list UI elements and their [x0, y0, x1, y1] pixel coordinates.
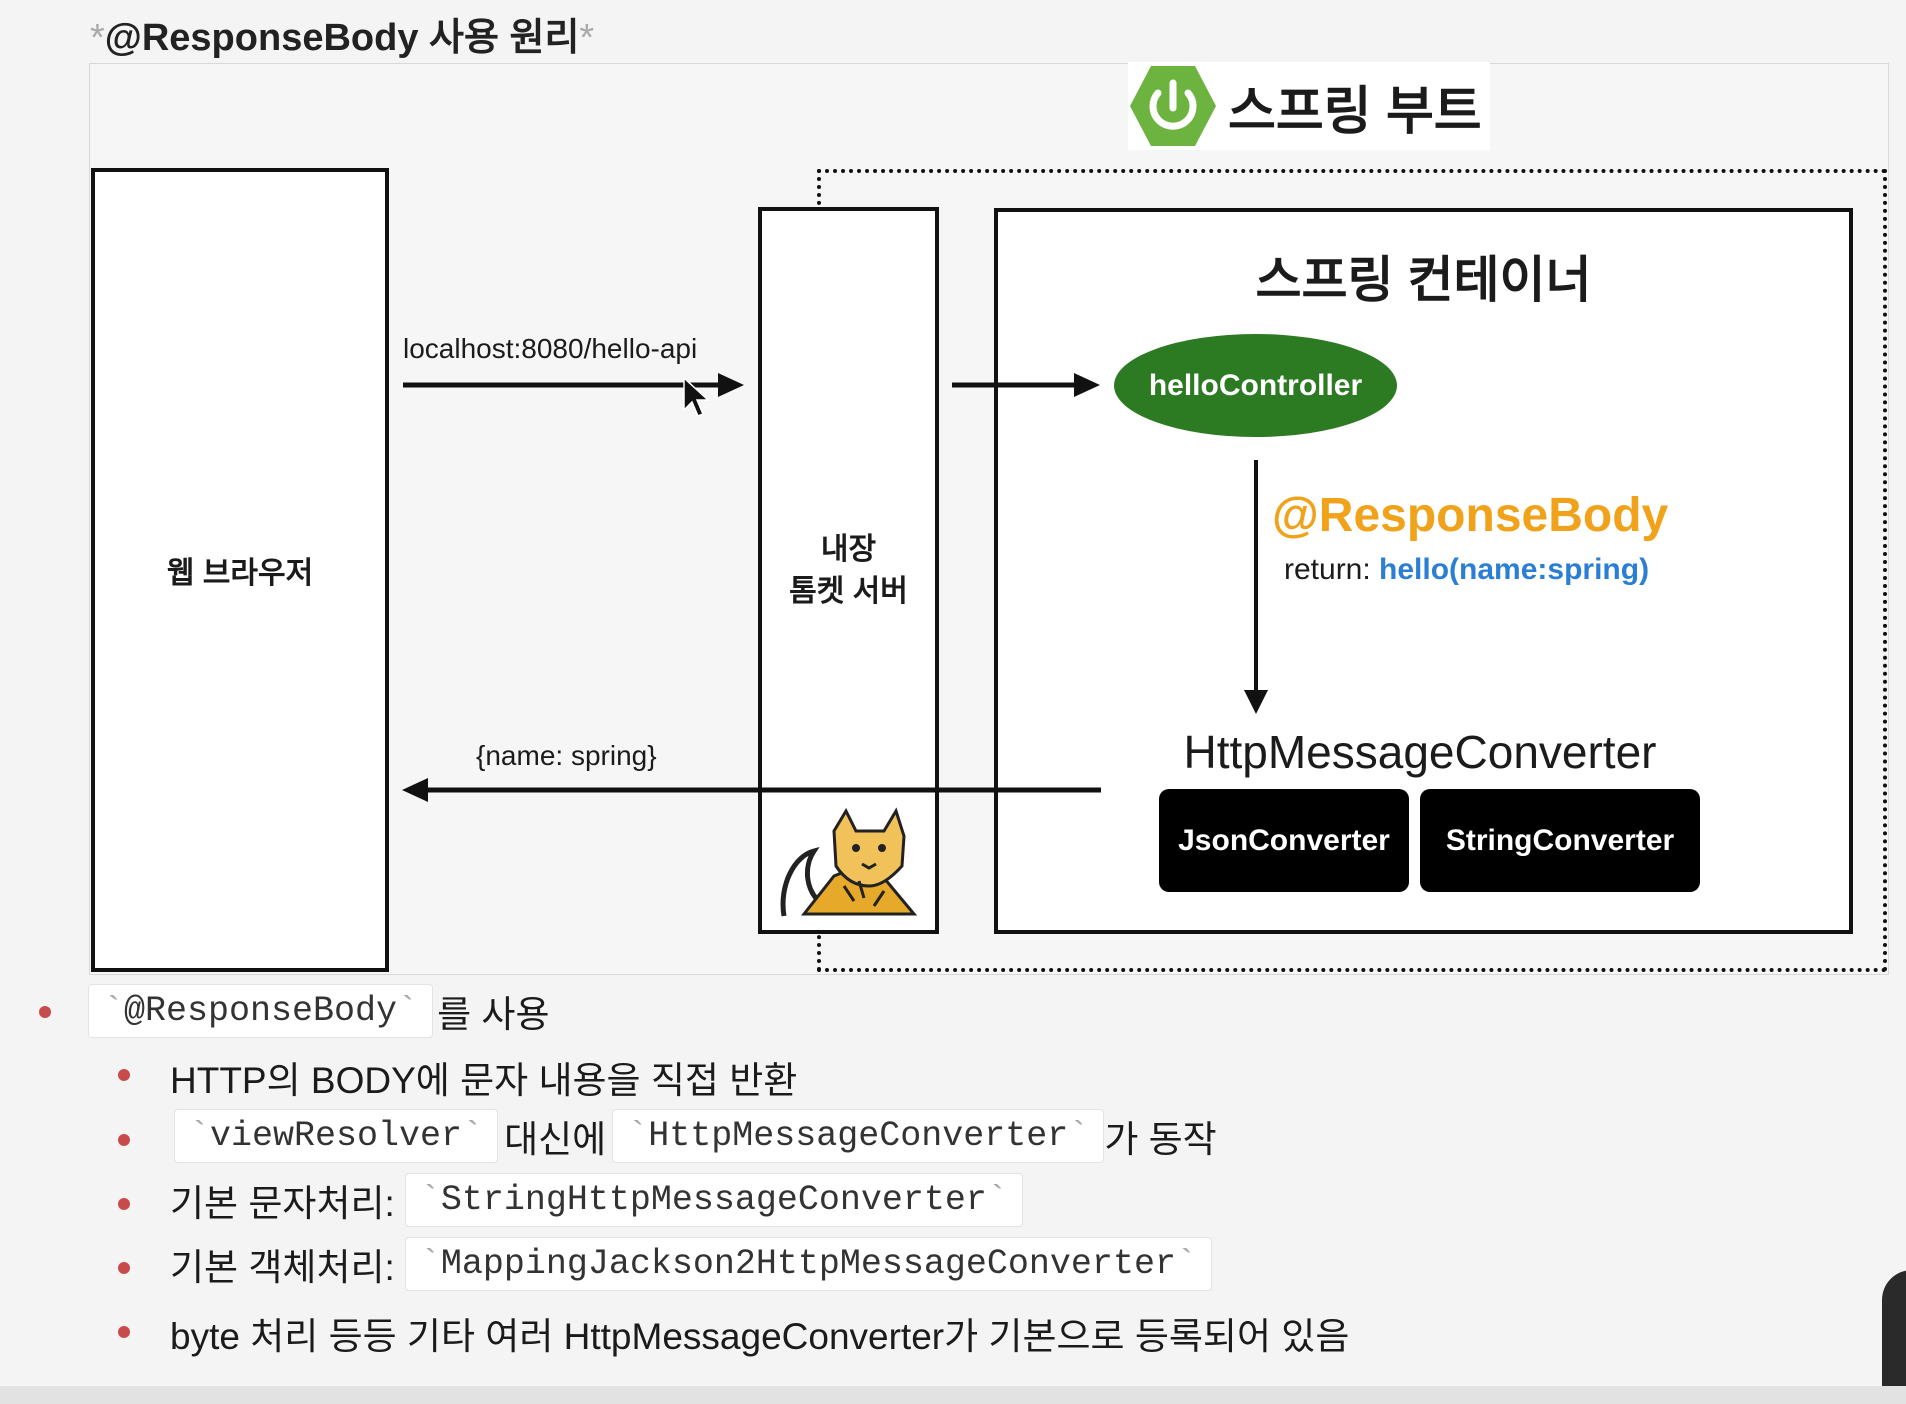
bullet-sub4: 기본 객체처리: `MappingJackson2HttpMessageConv…: [170, 1237, 1212, 1291]
string-converter-node: StringConverter: [1420, 789, 1700, 892]
bullet-sub2: `viewResolver` 대신에 `HttpMessageConverter…: [174, 1109, 1217, 1163]
response-body-annotation: @ResponseBody: [1272, 489, 1669, 542]
page-title: *@ResponseBody 사용 원리*: [90, 6, 594, 61]
tomcat-cat-icon: [780, 807, 918, 917]
convert-arrow: [1244, 460, 1268, 714]
return-statement: return: hello(name:spring): [1284, 553, 1649, 587]
bullet-dot: [118, 1326, 130, 1338]
bullet-sub3-label: 기본 문자처리:: [170, 1183, 395, 1224]
bullet-sub5-text: byte 처리 등등 기타 여러 HttpMessageConverter가 기…: [170, 1316, 1350, 1357]
bullet-main-text: 를 사용: [437, 994, 550, 1035]
bullet-sub4-label: 기본 객체처리:: [170, 1247, 395, 1288]
request-arrow: [403, 373, 744, 397]
bottom-shade: [0, 1386, 1906, 1404]
json-converter-node: JsonConverter: [1159, 789, 1409, 892]
code-string-converter: `StringHttpMessageConverter`: [404, 1173, 1023, 1227]
forward-arrow: [952, 373, 1100, 397]
response-json-label: {name: spring}: [476, 740, 657, 771]
bullet-dot: [118, 1198, 130, 1210]
request-url-label: localhost:8080/hello-api: [403, 333, 698, 364]
tomcat-label-line2: 톰켓 서버: [789, 575, 908, 608]
spring-power-icon: [1130, 66, 1216, 146]
bullet-sub2-end: 가 동작: [1104, 1119, 1217, 1160]
spring-container-title: 스프링 컨테이너: [1255, 252, 1592, 308]
web-browser-label: 웹 브라우저: [166, 557, 314, 590]
tomcat-label-line1: 내장: [820, 533, 877, 566]
spring-boot-label: 스프링 부트: [1228, 82, 1482, 141]
bullet-dot: [118, 1134, 130, 1146]
bullet-dot: [118, 1262, 130, 1274]
tomcat-label: 내장 톰켓 서버: [762, 529, 935, 613]
bullet-sub3: 기본 문자처리: `StringHttpMessageConverter`: [170, 1173, 1023, 1227]
code-jackson-converter: `MappingJackson2HttpMessageConverter`: [404, 1237, 1212, 1291]
bullet-sub5: byte 처리 등등 기타 여러 HttpMessageConverter가 기…: [170, 1306, 1349, 1360]
bullet-dot: [39, 1006, 51, 1018]
return-value: hello(name:spring): [1379, 553, 1650, 586]
code-response-body: `@ResponseBody`: [88, 984, 434, 1038]
response-arrow: [402, 778, 1101, 802]
bullet-sub1: HTTP의 BODY에 문자 내용을 직접 반환: [170, 1050, 797, 1104]
title-text: @ResponseBody 사용 원리: [104, 17, 580, 59]
bullet-dot: [118, 1069, 130, 1081]
presenter-avatar: [1882, 1270, 1906, 1400]
return-prefix: return:: [1284, 553, 1380, 586]
web-browser-box: 웹 브라우저: [91, 168, 389, 972]
bullet-sub2-mid: 대신에: [504, 1119, 607, 1160]
code-view-resolver: `viewResolver`: [174, 1109, 499, 1163]
tomcat-server-box: 내장 톰켓 서버: [758, 207, 939, 934]
http-message-converter-title: HttpMessageConverter: [1183, 726, 1657, 778]
bullet-main: `@ResponseBody` 를 사용: [88, 984, 549, 1038]
title-asterisk-right: *: [579, 17, 595, 59]
spring-boot-brand: 스프링 부트: [1128, 62, 1490, 150]
mouse-cursor-icon: [683, 376, 710, 417]
title-asterisk-left: *: [90, 17, 105, 59]
bullet-sub1-text: HTTP의 BODY에 문자 내용을 직접 반환: [170, 1060, 798, 1101]
code-http-message-converter: `HttpMessageConverter`: [612, 1109, 1105, 1163]
hello-controller-node: helloController: [1114, 334, 1397, 437]
